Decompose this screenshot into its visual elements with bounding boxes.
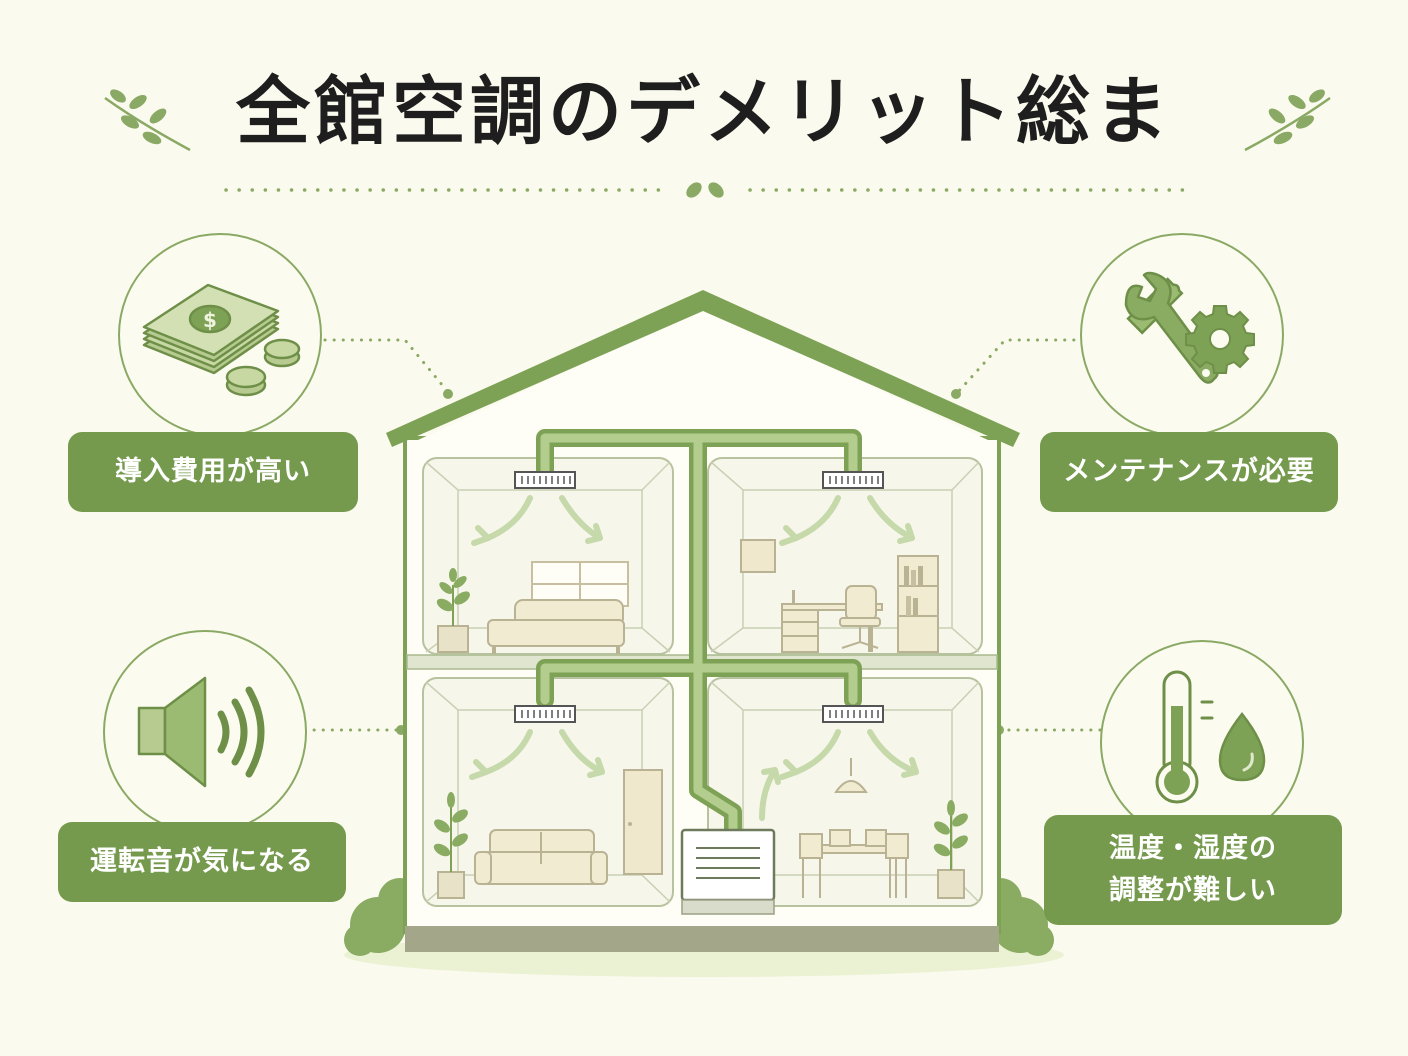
humidity-label: 温度・湿度の 調整が難しい	[1044, 815, 1342, 925]
dining-plant	[933, 800, 968, 870]
gear-icon	[1185, 305, 1255, 374]
wrench-gear-icon	[1124, 271, 1255, 384]
noise-label: 運転音が気になる	[58, 822, 346, 902]
study-furniture	[740, 539, 939, 653]
left-leaf-sprig-icon	[104, 89, 191, 152]
page-title: 全館空調のデメリット総ま	[236, 69, 1172, 155]
svg-text:$: $	[203, 308, 217, 332]
money-icon: $	[142, 283, 301, 397]
noise-icon-circle	[103, 630, 307, 834]
cost-icon-circle: $	[118, 233, 322, 437]
bedroom-plant	[436, 568, 470, 626]
maintenance-icon-circle	[1080, 233, 1284, 437]
ceiling-vents	[514, 471, 884, 723]
cost-label: 導入費用が高い	[68, 432, 358, 512]
humidity-icon-circle	[1100, 640, 1304, 844]
maintenance-label: メンテナンスが必要	[1040, 432, 1338, 512]
living-furniture	[437, 769, 663, 899]
living-plant	[433, 792, 468, 872]
bedroom-furniture	[437, 561, 629, 654]
air-conditioning-unit	[680, 828, 776, 915]
right-leaf-sprig-icon	[1244, 89, 1331, 152]
thermometer-drop-icon	[1155, 670, 1266, 804]
dining-furniture	[799, 758, 965, 899]
title-divider	[224, 182, 1186, 198]
speaker-icon	[137, 676, 265, 788]
